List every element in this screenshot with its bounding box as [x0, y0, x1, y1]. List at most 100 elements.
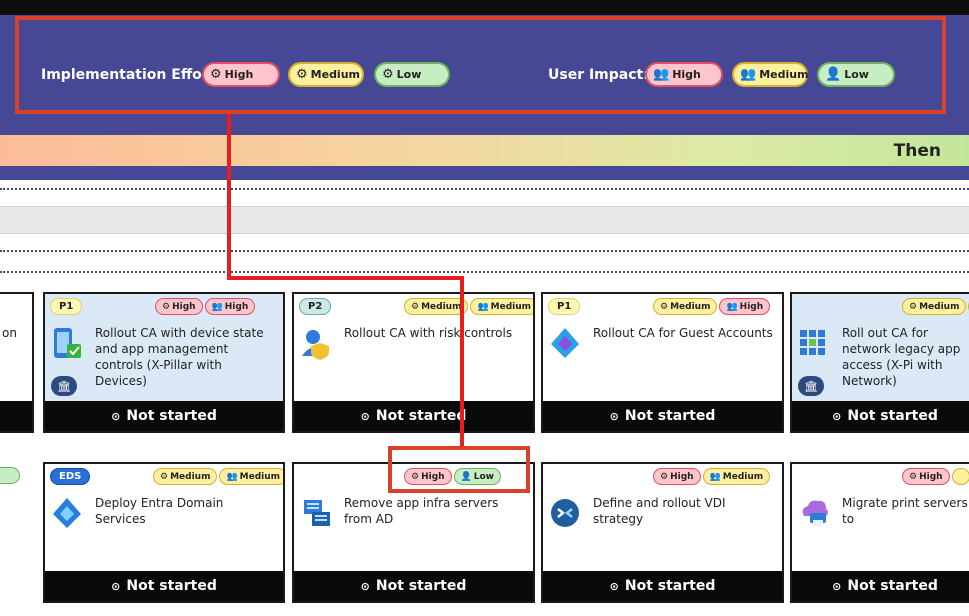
remote-desktop-icon [551, 499, 579, 527]
gears-icon: ⚙ [411, 471, 420, 482]
impact-badge [951, 468, 969, 485]
card-title: on [2, 326, 17, 340]
gear-icon: ⚙ [296, 67, 308, 82]
card-status: ⊙Not started [294, 401, 533, 431]
network-grid-icon [800, 330, 825, 355]
card-title: Deploy Entra Domain Services [95, 496, 224, 526]
task-card-device-ca[interactable]: P1 ⚙High 👥High Rollout CA with device st… [43, 292, 285, 433]
dotted-divider [0, 250, 969, 252]
impact-badge: 👤Low [453, 468, 501, 485]
entra-domain-services-icon [53, 498, 81, 528]
then-label: Then [893, 141, 941, 161]
card-title: Rollout CA with device state and app man… [95, 326, 264, 388]
card-status: ⊙Not started [294, 571, 533, 601]
dotted-divider [0, 188, 969, 190]
task-card-entra-ds[interactable]: EDS ⚙Medium 👥Medium Deploy Entra Domain … [43, 462, 285, 603]
people-group-icon: 👥 [653, 67, 670, 82]
people-pair-icon: 👥 [477, 301, 489, 312]
task-card-guest-ca[interactable]: P1 ⚙Medium 👥High Rollout CA for Guest Ac… [541, 292, 784, 433]
card-title: Remove app infra servers from AD [344, 496, 499, 526]
gray-swimlane [0, 206, 969, 234]
people-group-icon: 👥 [211, 301, 223, 312]
task-card-remove-app-infra[interactable]: ⚙High 👤Low Remove app infra servers from… [292, 462, 535, 603]
legend-highlight-box [15, 16, 946, 114]
effort-legend-title: Implementation Effort: [41, 67, 221, 83]
clock-icon: ⊙ [360, 409, 370, 423]
task-card-risk-ca[interactable]: P2 ⚙Medium 👥Medium Rollout CA with risk … [292, 292, 535, 433]
card-status: ⊙Not started [45, 571, 283, 601]
card-status: ⊙Not started [543, 401, 782, 431]
badge-highlight-box [388, 446, 530, 493]
app-servers-icon [304, 500, 330, 526]
people-pair-icon: 👥 [709, 471, 721, 482]
impact-legend-title: User Impact: [548, 67, 649, 83]
impact-low-pill: 👤 Low [817, 62, 895, 87]
gears-icon: ⚙ [210, 67, 222, 82]
connector-line-horizontal [227, 276, 464, 280]
impact-high-pill: 👥 High [645, 62, 723, 87]
top-bar [0, 0, 969, 15]
gear-icon: ⚙ [411, 301, 420, 312]
gears-icon: ⚙ [162, 301, 171, 312]
clock-icon: ⊙ [111, 579, 121, 593]
task-card-partial[interactable]: on [0, 292, 34, 433]
effort-badge: ⚙Medium [153, 468, 218, 485]
effort-high-pill: ⚙ High [202, 62, 280, 87]
task-card-network-ca[interactable]: ⚙Medium Roll out CA for network legacy a… [790, 292, 969, 433]
clock-icon: ⊙ [832, 409, 842, 423]
person-icon: 👤 [825, 67, 842, 82]
priority-tag: P1 [50, 298, 83, 315]
card-title: Migrate print servers to [842, 496, 968, 526]
legend-panel: Implementation Effort: ⚙ High ⚙ Medium ⚙… [0, 15, 969, 135]
impact-badge: 👥High [719, 298, 771, 315]
people-pair-icon: 👥 [226, 471, 238, 482]
clock-icon: ⊙ [111, 409, 121, 423]
impact-medium-pill: 👥 Medium [732, 62, 809, 87]
clock-icon: ⊙ [609, 579, 619, 593]
effort-badge: ⚙Medium [902, 298, 967, 315]
connector-line-vertical-1 [227, 114, 231, 278]
clock-icon: ⊙ [832, 579, 842, 593]
bank-icon: 🏛 [51, 376, 77, 396]
card-title: Roll out CA for network legacy app acces… [842, 326, 961, 388]
people-pair-icon: 👥 [740, 67, 757, 82]
phase-band [0, 135, 969, 166]
gear-icon: ⚙ [382, 67, 394, 82]
partial-low-badge [0, 467, 20, 484]
impact-badge: 👥Medium [219, 468, 283, 485]
connector-line-vertical-2 [460, 276, 464, 446]
eds-tag: EDS [50, 468, 91, 485]
gears-icon: ⚙ [660, 471, 669, 482]
card-status [0, 401, 32, 431]
effort-low-pill: ⚙ Low [374, 62, 450, 87]
person-icon: 👤 [460, 471, 472, 482]
card-status: ⊙Not started [543, 571, 782, 601]
effort-badge: ⚙High [404, 468, 452, 485]
gears-icon: ⚙ [909, 471, 918, 482]
card-title: Rollout CA with risk controls [344, 326, 513, 340]
dotted-divider [0, 271, 969, 273]
phase-band-divider [0, 166, 969, 180]
impact-badge: 👥High [204, 298, 256, 315]
effort-badge: ⚙High [653, 468, 701, 485]
card-status: ⊙Not started [792, 571, 969, 601]
clock-icon: ⊙ [360, 579, 370, 593]
card-status: ⊙Not started [792, 401, 969, 431]
task-card-vdi[interactable]: ⚙High 👥Medium Define and rollout VDI str… [541, 462, 784, 603]
effort-badge: ⚙High [902, 468, 950, 485]
card-status: ⊙Not started [45, 401, 283, 431]
gear-icon: ⚙ [660, 301, 669, 312]
priority-tag: P1 [548, 298, 581, 315]
clock-icon: ⊙ [609, 409, 619, 423]
effort-badge: ⚙Medium [653, 298, 718, 315]
bank-icon: 🏛 [798, 376, 824, 396]
task-card-print-servers[interactable]: ⚙High Migrate print servers to ⊙Not star… [790, 462, 969, 603]
gear-icon: ⚙ [160, 471, 169, 482]
card-title: Define and rollout VDI strategy [593, 496, 726, 526]
effort-badge: ⚙High [155, 298, 203, 315]
effort-medium-pill: ⚙ Medium [288, 62, 364, 87]
cloud-printer-icon [802, 500, 828, 526]
card-title: Rollout CA for Guest Accounts [593, 326, 773, 340]
people-group-icon: 👥 [726, 301, 738, 312]
entra-id-icon [551, 328, 579, 358]
